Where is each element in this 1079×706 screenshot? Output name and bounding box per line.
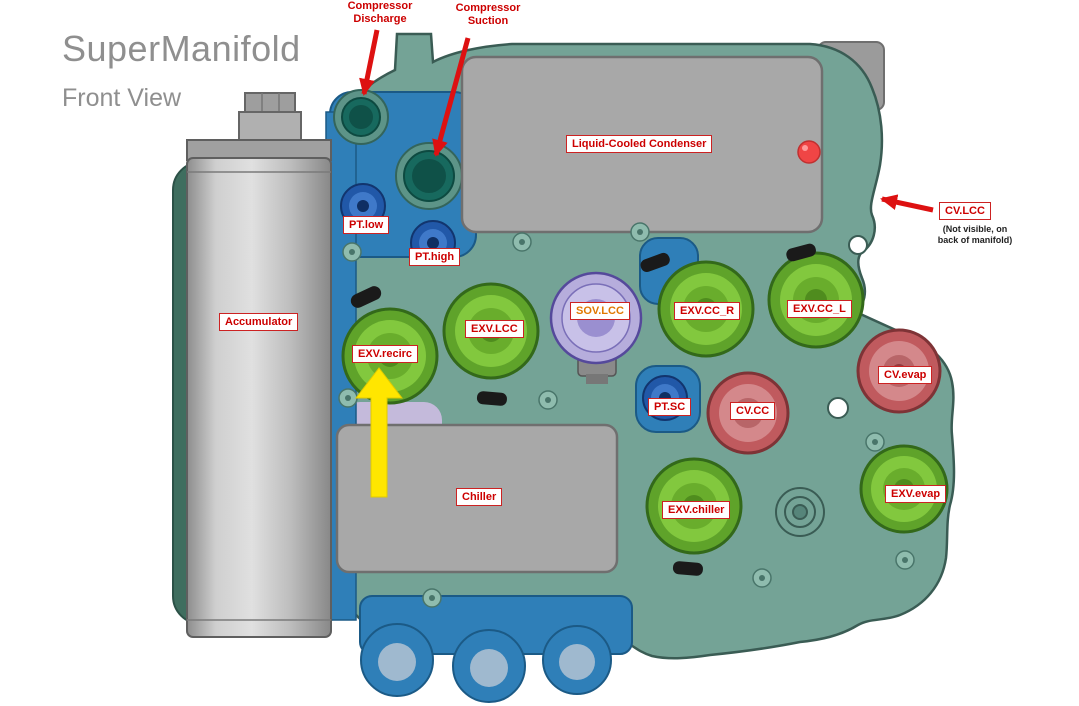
label-cv-lcc: CV.LCC — [939, 202, 991, 220]
page-subtitle: Front View — [62, 84, 182, 112]
connector-tabs — [350, 243, 816, 576]
label-pt-high: PT.high — [409, 248, 461, 266]
label-exv-recirc: EXV.recirc — [352, 345, 419, 363]
callout-compressor-suction: Compressor Suction — [444, 2, 532, 28]
manifold-hole-right-tab — [848, 235, 868, 255]
cv-lcc-note: (Not visible, on back of manifold) — [925, 224, 1025, 246]
label-exv-cc-l: EXV.CC_L — [787, 300, 852, 318]
label-exv-chiller: EXV.chiller — [662, 501, 731, 519]
compressor-suction-port — [395, 142, 463, 210]
label-liquid-cooled-condenser: Liquid-Cooled Condenser — [566, 135, 713, 153]
cv-lcc-note-line2: back of manifold) — [937, 235, 1013, 245]
callout-compressor-suction-line2: Suction — [467, 15, 509, 27]
yellow-highlight-arrow — [354, 367, 404, 498]
cv-lcc-note-line1: (Not visible, on — [942, 224, 1008, 234]
compressor-discharge-port — [333, 89, 389, 145]
label-chiller: Chiller — [456, 488, 503, 506]
callout-compressor-discharge: Compressor Discharge — [336, 0, 424, 26]
page-title: SuperManifold — [62, 28, 301, 69]
manifold-hole-mid — [827, 397, 849, 419]
label-accumulator: Accumulator — [219, 313, 299, 331]
label-exv-cc-r: EXV.CC_R — [674, 302, 741, 320]
label-exv-evap: EXV.evap — [885, 485, 947, 503]
callout-compressor-discharge-line2: Discharge — [353, 13, 407, 25]
callout-arrows — [359, 29, 934, 213]
label-pt-sc: PT.SC — [648, 398, 692, 416]
label-cv-cc: CV.CC — [730, 402, 776, 420]
label-pt-low: PT.low — [343, 216, 390, 234]
label-exv-lcc: EXV.LCC — [465, 320, 524, 338]
label-sov-lcc: SOV.LCC — [570, 302, 630, 320]
ring-boss — [775, 487, 825, 537]
arrow-cv-lcc — [880, 194, 934, 213]
arrow-compressor-discharge — [359, 29, 380, 96]
label-cv-evap: CV.evap — [878, 366, 933, 384]
condenser-red-dot — [797, 140, 821, 164]
callout-compressor-suction-line1: Compressor — [455, 2, 521, 14]
accumulator-graphic — [186, 92, 332, 638]
arrow-compressor-suction — [432, 37, 471, 157]
callout-compressor-discharge-line1: Compressor — [347, 0, 413, 12]
